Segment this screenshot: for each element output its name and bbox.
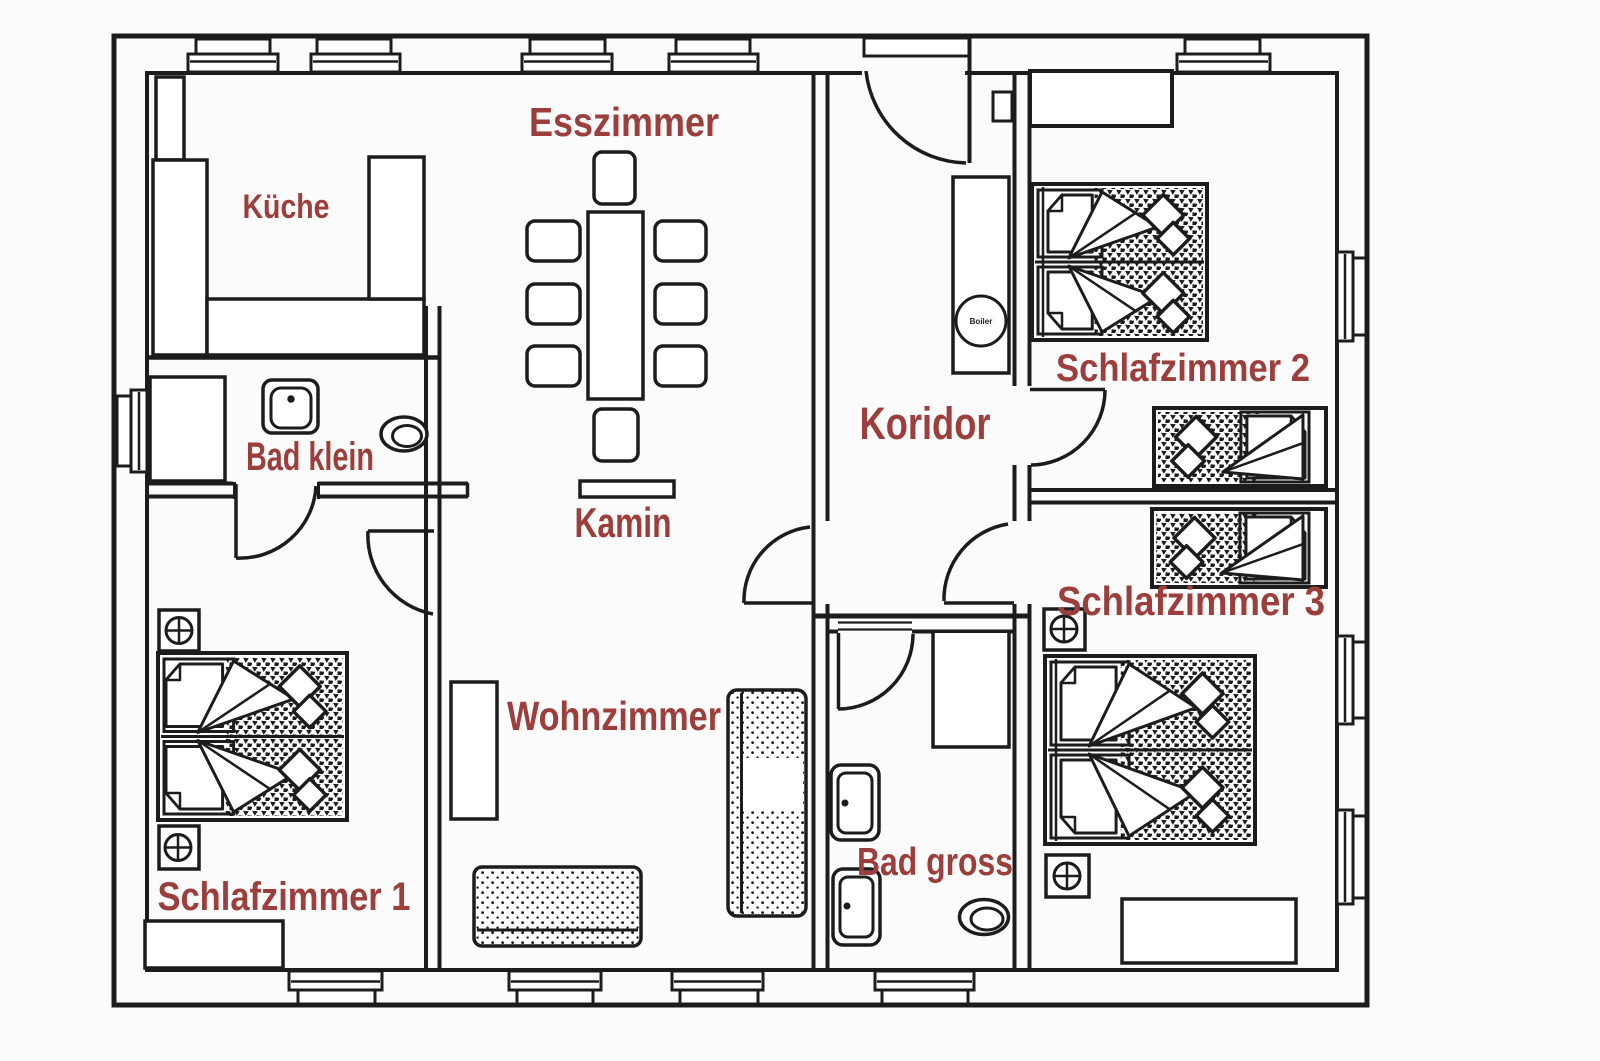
svg-text:Küche: Küche: [243, 188, 330, 226]
svg-text:Bad klein: Bad klein: [246, 435, 374, 479]
svg-text:Boiler: Boiler: [970, 317, 993, 326]
svg-text:Wohnzimmer: Wohnzimmer: [507, 693, 721, 739]
svg-text:Kamin: Kamin: [575, 499, 672, 546]
svg-text:Schlafzimmer 3: Schlafzimmer 3: [1057, 578, 1325, 624]
svg-text:Esszimmer: Esszimmer: [529, 99, 719, 145]
svg-text:Schlafzimmer 2: Schlafzimmer 2: [1056, 347, 1310, 390]
svg-text:Bad gross: Bad gross: [857, 841, 1013, 884]
svg-text:Koridor: Koridor: [860, 398, 991, 449]
svg-text:Schlafzimmer 1: Schlafzimmer 1: [158, 875, 411, 919]
